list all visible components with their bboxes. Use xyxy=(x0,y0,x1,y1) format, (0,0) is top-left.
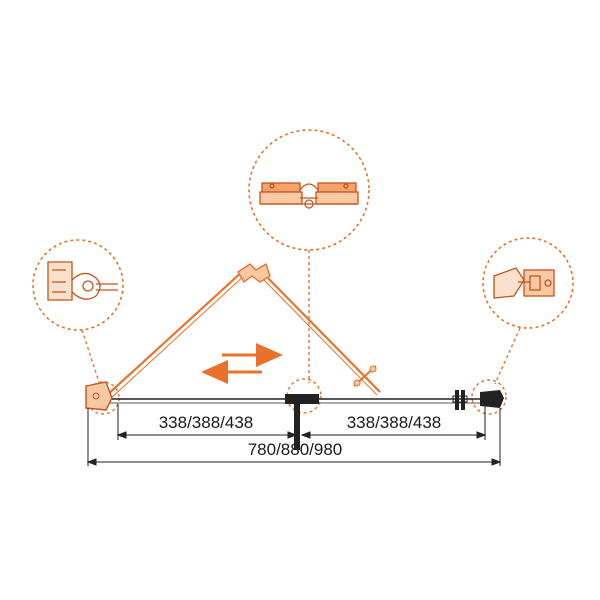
right-fixings xyxy=(452,390,504,410)
joint-marker-right xyxy=(471,379,507,415)
handle-icon xyxy=(353,365,377,387)
detail-callout-right xyxy=(482,237,574,385)
wall-bracket-left xyxy=(85,381,113,411)
dimension-lines xyxy=(86,404,502,466)
joint-marker-center xyxy=(286,378,322,414)
magnet-seal-icon xyxy=(493,267,555,299)
door-panels-open xyxy=(105,262,381,400)
detail-callout-left xyxy=(32,239,124,386)
overall-width-label: 780/880/980 xyxy=(248,440,343,459)
left-span-label: 338/388/438 xyxy=(159,413,254,432)
wall-profile-icon xyxy=(47,261,118,301)
right-span-label: 338/388/438 xyxy=(347,413,442,432)
center-hinge xyxy=(285,394,319,450)
double-arrow-icon xyxy=(201,343,283,384)
hinge-detail-icon xyxy=(259,182,359,209)
detail-callout-top xyxy=(248,129,370,383)
